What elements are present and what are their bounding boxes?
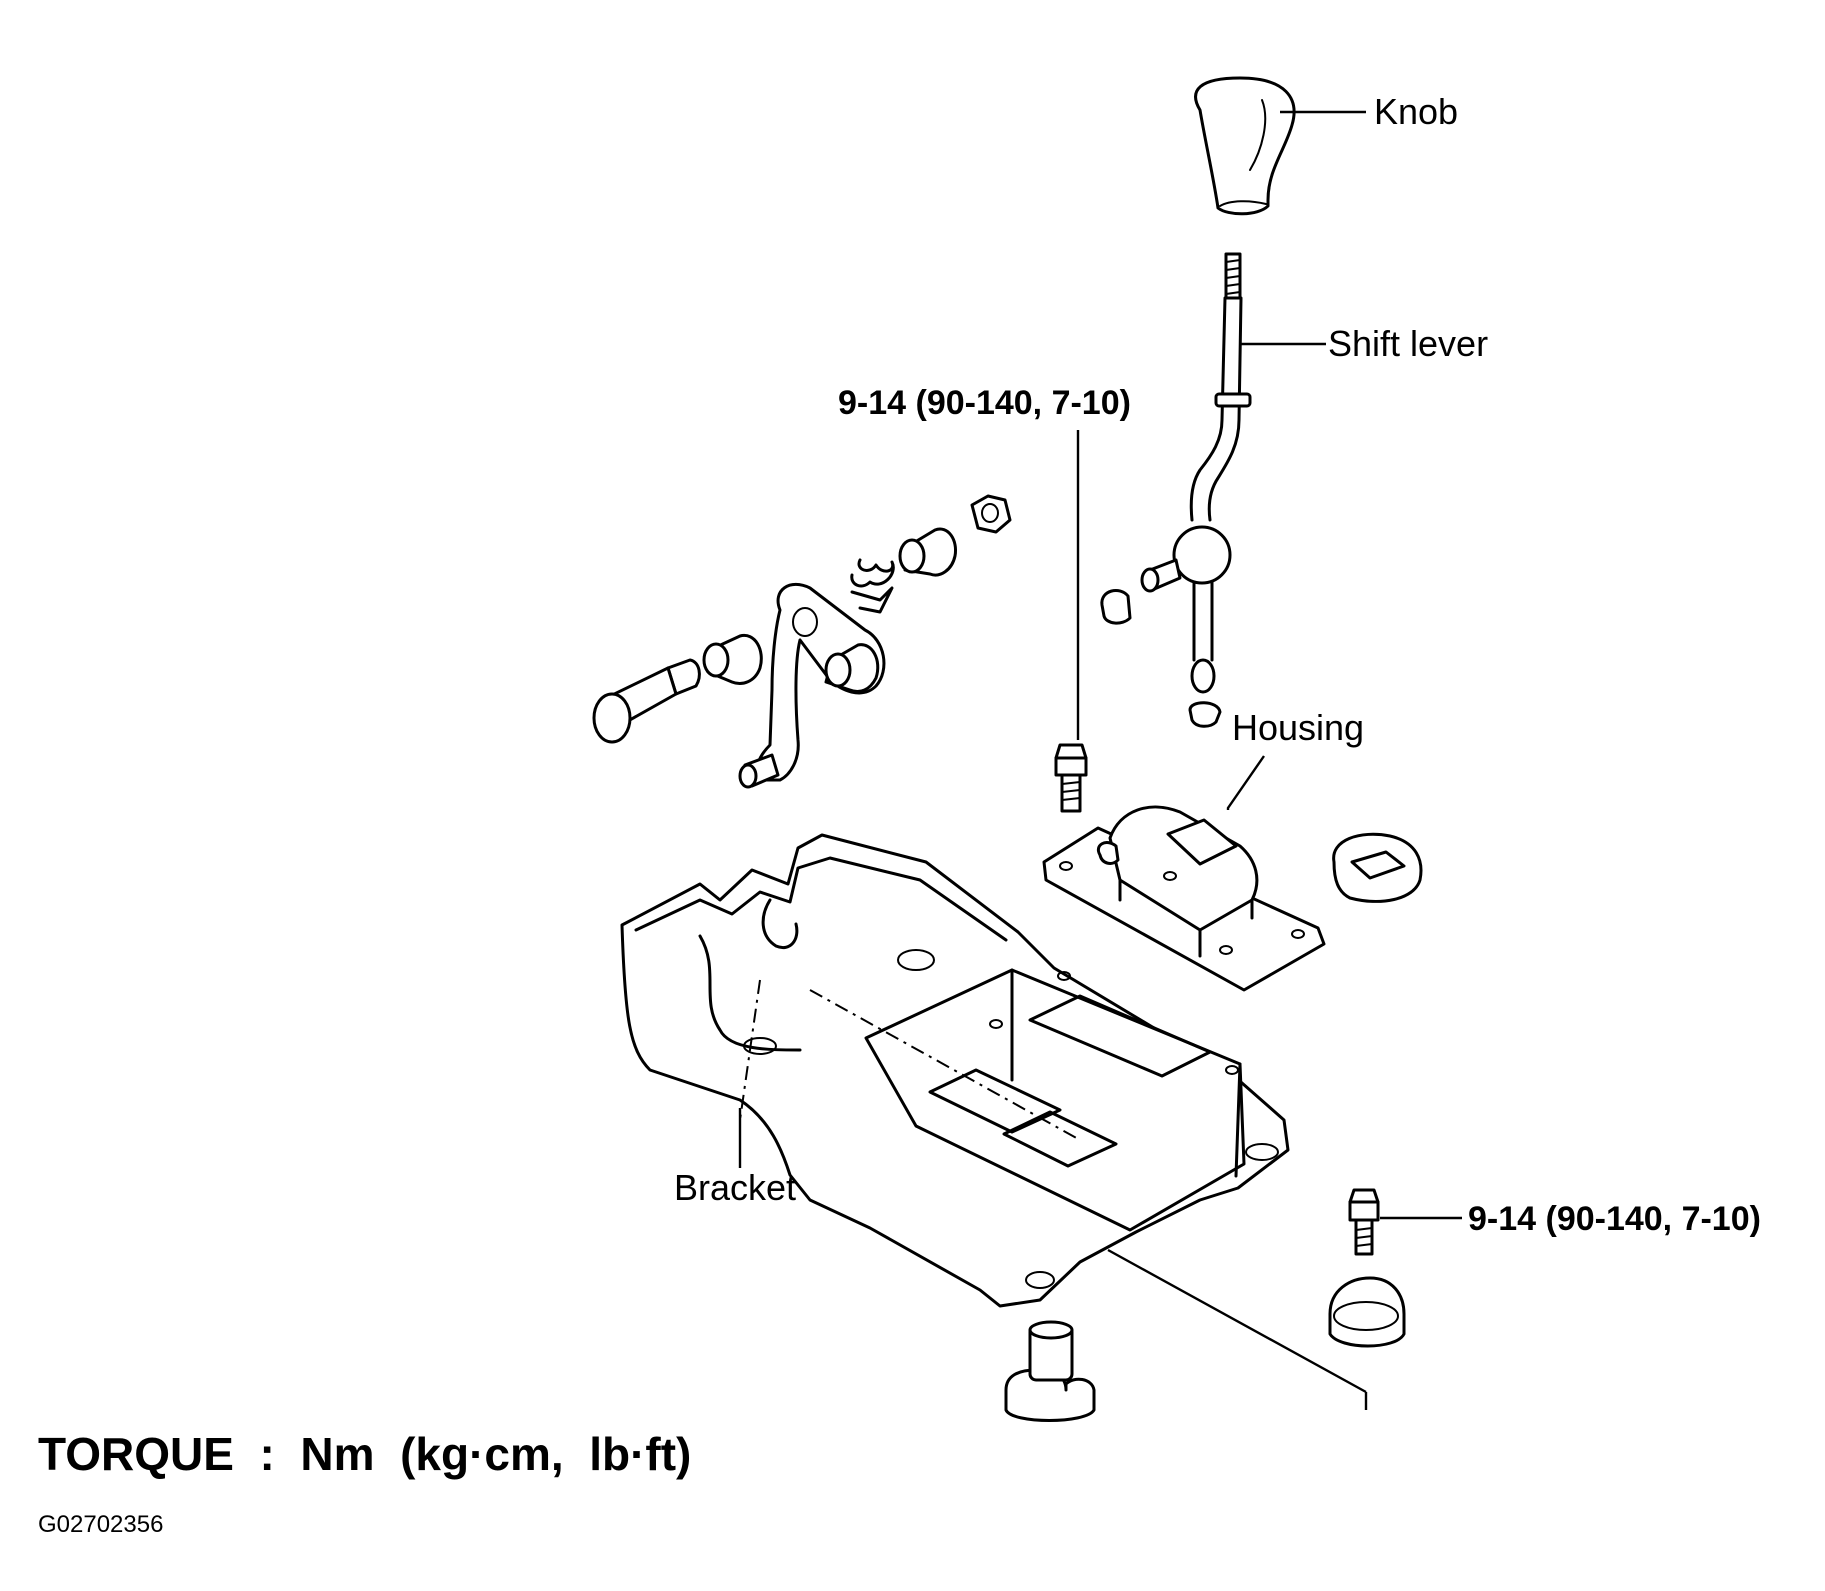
knob-label: Knob — [1374, 91, 1458, 132]
leader-lines — [738, 110, 1462, 1410]
torque-units-legend: TORQUE : Nm (kg·cm, lb·ft) — [38, 1428, 691, 1480]
torque-spec-lower: 9-14 (90-140, 7-10) — [1468, 1200, 1761, 1238]
linkage-hardware — [592, 494, 1012, 789]
upper-bolt-part — [1054, 743, 1088, 813]
housing-part — [1042, 805, 1326, 992]
torque-spec-upper: 9-14 (90-140, 7-10) — [838, 384, 1131, 422]
lower-mount-right — [1328, 1276, 1406, 1348]
bracket-part — [620, 833, 1290, 1308]
bracket-label: Bracket — [674, 1167, 796, 1208]
lower-mount-left — [1004, 1320, 1096, 1422]
bumper-part — [1332, 832, 1423, 903]
figure-id: G02702356 — [38, 1511, 163, 1538]
shift-lever-label: Shift lever — [1328, 323, 1488, 364]
knob-part — [1194, 76, 1296, 216]
lower-bolt-part — [1348, 1188, 1380, 1256]
shift-lever-part — [1100, 252, 1252, 728]
housing-label: Housing — [1232, 707, 1364, 748]
